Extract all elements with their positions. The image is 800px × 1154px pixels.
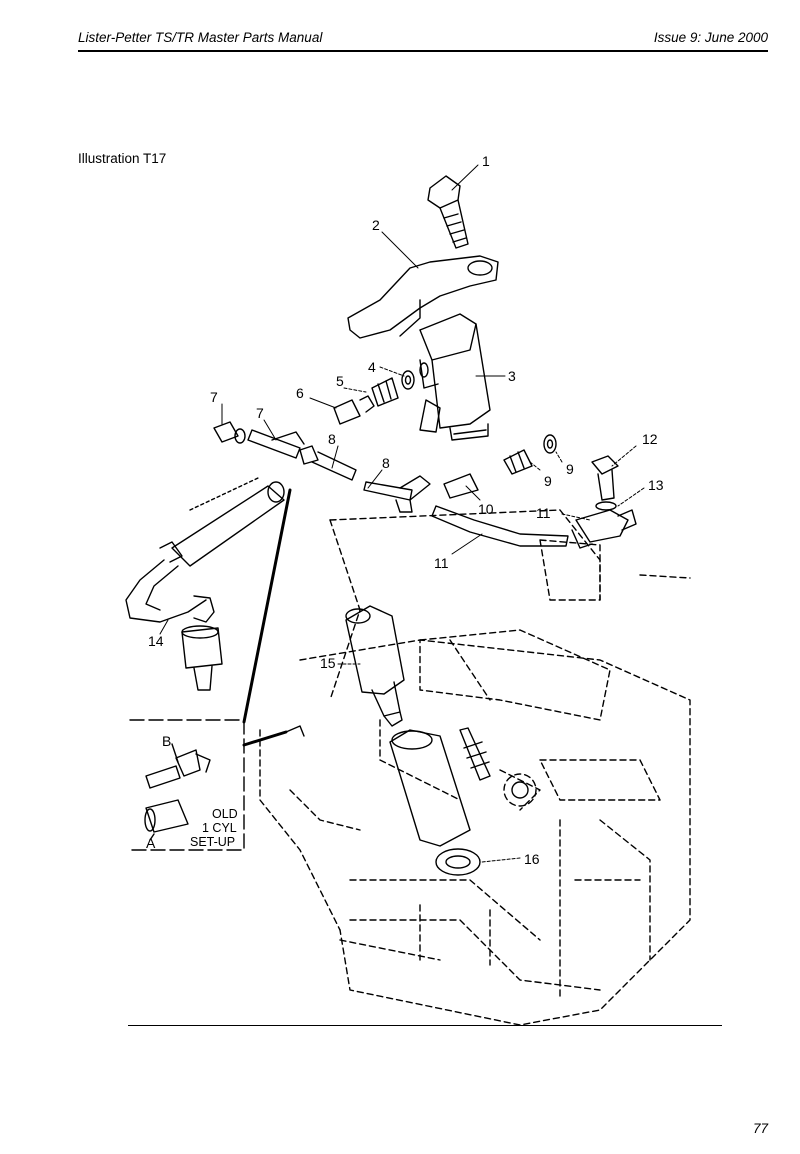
part-5-nozzle [345,605,405,727]
engine-block [259,509,691,1026]
callout-1: 14 [148,633,164,649]
part-7-washer-upper [401,370,415,390]
part-7-washer-lower [543,434,557,454]
callout-5: 15 [320,655,336,671]
leak-off-pipe-lower [363,473,479,513]
callout-11-upper: 6 [296,385,304,401]
leak-off-pipe-upper [247,429,357,481]
part-3-bolt [427,175,469,249]
callout-7-lower: 9 [566,461,574,477]
callout-3: 1 [482,153,490,169]
callout-2: 2 [372,217,380,233]
inset-tee-b [145,743,211,789]
callout-15: 12 [642,431,658,447]
part-14-banjo [571,509,637,549]
part-6-washer [435,848,481,876]
callout-9-lower: 8 [382,455,390,471]
injector-sleeve [389,727,491,847]
part-11-nut-upper [333,395,375,425]
callout-9-upper: 7 [256,405,264,421]
callout-labels: 1 2 3 4 5 6 7 7 8 8 9 9 10 11 11 12 13 1… [146,153,664,867]
issue-date: Issue 9: June 2000 [653,30,768,45]
part-15-bolt [591,455,619,501]
inset-connector-a [144,799,189,841]
part-8-union-lower [503,449,533,475]
page-header: Lister-Petter TS/TR Master Parts Manual … [78,28,768,52]
illustration-title: Illustration T17 [78,151,167,166]
part-4-injector-body [419,313,491,441]
callout-8-lower: 9 [544,473,552,489]
callout-leaders [159,164,645,863]
page-number: 77 [752,1121,768,1136]
inset-label-a: A [146,835,156,851]
manual-title: Lister-Petter TS/TR Master Parts Manual [78,30,323,45]
callout-12: 11 [434,555,449,571]
callout-14: 11 [536,505,551,521]
part-13-cap [213,421,246,444]
callout-4: 3 [508,368,516,384]
part-2-rocker [347,255,499,339]
part-16-washer [595,501,617,511]
inset-note-line2: 1 CYL [202,821,237,835]
part-12-return-pipe [431,505,569,547]
bottom-rule [128,1025,722,1026]
part-8-union-upper [371,377,399,407]
callout-13: 7 [210,389,218,405]
callout-16: 13 [648,477,664,493]
inset-note-line1: OLD [212,807,238,821]
callout-7-upper: 4 [368,359,376,375]
callout-8-upper: 5 [336,373,344,389]
inset-note-line3: SET-UP [190,835,235,849]
callout-11-lower: 10 [478,501,494,517]
inset-label-b: B [162,733,171,749]
callout-10: 8 [328,431,336,447]
part-1-leakoff-assembly [125,477,285,691]
callout-6: 16 [524,851,540,867]
inset-frame [129,488,305,851]
